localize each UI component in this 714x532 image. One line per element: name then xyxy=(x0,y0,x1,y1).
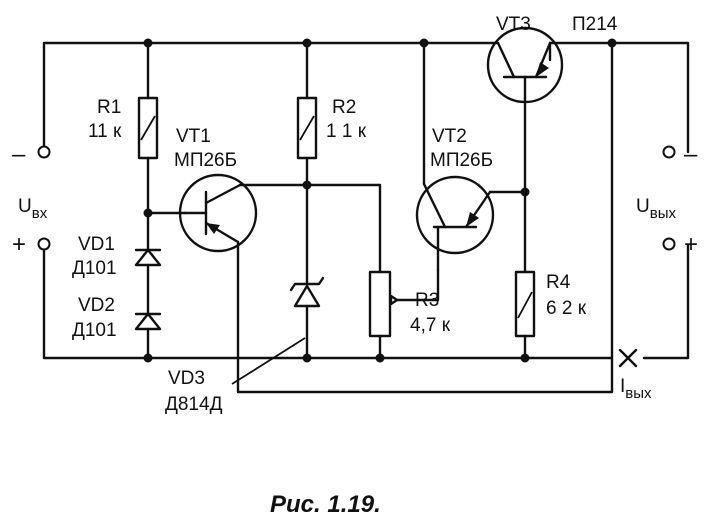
wires xyxy=(42,41,690,394)
vd3-name: VD3 xyxy=(168,368,205,389)
resistor-r2: R2 1 1 к xyxy=(296,96,367,160)
r2-name: R2 xyxy=(332,97,356,118)
r1-name: R1 xyxy=(97,97,121,118)
input-minus-sign: – xyxy=(12,141,26,168)
r4-name: R4 xyxy=(546,272,571,293)
vt1-type: МП26Б xyxy=(174,150,237,171)
vt1-name: VT1 xyxy=(176,126,211,147)
output-voltage-label: Uвых xyxy=(636,196,676,222)
r3-value: 4,7 к xyxy=(410,315,451,336)
transistor-vt1: VT1 МП26Б xyxy=(174,126,258,253)
vd2-name: VD2 xyxy=(78,295,115,316)
vd1-type: Д101 xyxy=(72,258,117,279)
resistor-r1: R1 11 к xyxy=(88,96,159,160)
input-voltage-label: Uвх xyxy=(18,196,48,222)
output-minus-sign: – xyxy=(684,141,698,168)
diode-vd2: VD2 Д101 xyxy=(72,295,162,341)
vd3-type: Д814Д xyxy=(165,394,223,415)
r4-value: 6 2 к xyxy=(546,298,587,319)
vt3-type: П214 xyxy=(572,14,618,35)
resistor-r3: R3 4,7 к xyxy=(368,270,451,338)
junction-dots xyxy=(143,38,617,363)
figure-caption: Рис. 1.19. xyxy=(270,491,381,518)
vd2-type: Д101 xyxy=(72,320,117,341)
vt2-type: МП26Б xyxy=(430,150,493,171)
output-plus-sign: + xyxy=(684,231,698,258)
output-current-label: Iвых xyxy=(620,376,652,402)
transistor-vt3: VT3 П214 xyxy=(486,14,618,104)
input-plus-sign: + xyxy=(12,231,26,258)
vt2-name: VT2 xyxy=(432,126,467,147)
transistor-vt2: VT2 МП26Б xyxy=(415,126,495,272)
resistor-r4: R4 6 2 к xyxy=(514,270,587,338)
vt3-name: VT3 xyxy=(496,14,531,35)
output-terminals: – + Uвых xyxy=(636,141,698,258)
r1-value: 11 к xyxy=(88,121,122,142)
vd1-name: VD1 xyxy=(78,234,115,255)
zener-diode-vd3: VD3 Д814Д xyxy=(165,276,325,415)
r3-name: R3 xyxy=(415,290,439,311)
input-terminals: – + Uвх xyxy=(12,141,51,258)
r2-value: 1 1 к xyxy=(326,121,367,142)
diode-vd1: VD1 Д101 xyxy=(72,234,162,279)
